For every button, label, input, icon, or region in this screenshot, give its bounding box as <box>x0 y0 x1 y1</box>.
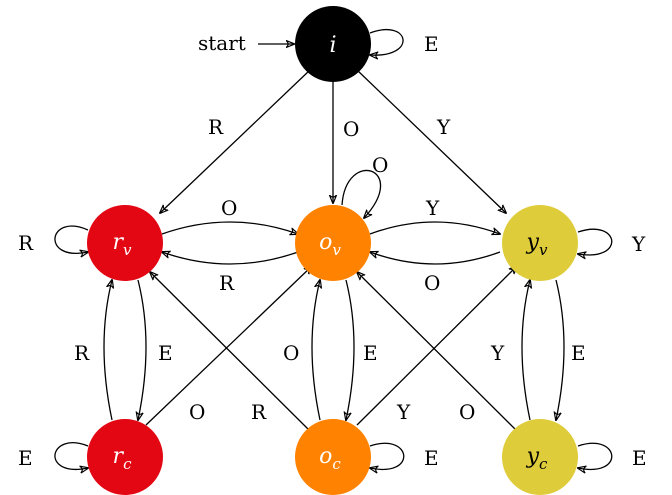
label-ov-loop: O <box>372 153 388 177</box>
label-yc-yv: Y <box>490 341 505 365</box>
node-ov-name: o <box>319 230 332 255</box>
node-yc-circle <box>502 419 578 495</box>
label-yc-loop: E <box>632 446 647 470</box>
node-yc-name: y <box>526 444 540 469</box>
edge-ov-rv <box>162 252 299 265</box>
label-ov-yv: Y <box>425 196 440 220</box>
svg-text:yv: yv <box>526 230 548 259</box>
svg-text:rv: rv <box>112 230 132 259</box>
edge-ov-yv <box>369 221 500 234</box>
node-rc-circle <box>87 419 163 495</box>
label-i-yv: Y <box>436 115 451 139</box>
node-rc-sub: c <box>123 455 132 473</box>
node-i: i <box>295 6 371 82</box>
node-ov-circle <box>295 205 371 281</box>
start-label: start <box>198 31 246 55</box>
node-yv-circle <box>502 205 578 281</box>
edge-oc-yv <box>356 266 517 426</box>
node-oc-name: o <box>319 444 332 469</box>
svg-text:yc: yc <box>526 444 548 473</box>
node-yv-name: y <box>526 230 540 255</box>
edge-oc-rv <box>150 272 310 431</box>
label-rv-loop: R <box>18 231 34 255</box>
node-rc: rc <box>87 419 163 495</box>
edge-i-loop <box>370 28 404 56</box>
node-rv-name: r <box>112 230 124 255</box>
label-rc-loop: E <box>18 446 33 470</box>
edge-rv-loop <box>54 225 88 253</box>
label-rc-rv: R <box>74 341 90 365</box>
node-oc: oc <box>295 419 371 495</box>
svg-text:oc: oc <box>319 444 341 473</box>
edge-i-rv <box>160 69 311 213</box>
label-yv-ov: O <box>424 271 440 295</box>
edge-oc-loop <box>370 442 405 469</box>
label-oc-ov: O <box>283 341 299 365</box>
label-oc-rv: R <box>251 400 267 424</box>
node-rc-name: r <box>113 444 125 469</box>
label-ov-oc: E <box>363 341 378 365</box>
svg-text:ov: ov <box>319 230 341 259</box>
node-rv-sub: v <box>123 241 132 259</box>
edge-yv-loop <box>578 228 613 255</box>
label-yv-loop: Y <box>631 232 646 256</box>
label-yv-yc: E <box>571 341 586 365</box>
svg-text:i: i <box>329 33 336 58</box>
node-ov: ov <box>295 205 371 281</box>
label-rc-ov: O <box>189 400 205 424</box>
node-yv: yv <box>502 205 578 281</box>
node-rv-circle <box>87 205 163 281</box>
node-yc: yc <box>502 419 578 495</box>
node-oc-sub: c <box>332 455 341 473</box>
edge-rc-loop <box>54 442 88 470</box>
node-yc-sub: c <box>539 455 548 473</box>
node-oc-circle <box>295 419 371 495</box>
edge-yv-yc <box>556 279 565 420</box>
node-yv-sub: v <box>539 241 548 259</box>
label-oc-yv: Y <box>396 400 411 424</box>
edge-rv-rc <box>138 279 147 420</box>
edge-rc-rv <box>103 280 112 421</box>
label-i-rv: R <box>208 115 224 139</box>
node-i-name: i <box>329 33 336 58</box>
svg-text:rc: rc <box>113 444 133 473</box>
edge-i-yv <box>356 69 506 213</box>
label-oc-loop: E <box>424 446 439 470</box>
label-i-ov: O <box>343 117 359 141</box>
edge-yc-yv <box>521 280 530 421</box>
label-i-loop: E <box>424 32 439 56</box>
node-ov-sub: v <box>332 241 341 259</box>
label-rv-ov: O <box>221 196 237 220</box>
label-rv-rc: E <box>158 341 173 365</box>
label-ov-rv: R <box>219 271 235 295</box>
edge-yc-ov <box>357 272 517 431</box>
edge-rv-ov <box>161 221 298 234</box>
node-i-circle <box>295 6 371 82</box>
edge-rc-ov <box>145 266 312 426</box>
edge-oc-ov <box>311 280 320 421</box>
label-yc-ov: O <box>459 400 475 424</box>
node-rv: rv <box>87 205 163 281</box>
edge-ov-loop <box>341 169 382 218</box>
edge-yv-ov <box>370 252 501 265</box>
edge-yc-loop <box>578 442 613 469</box>
edge-ov-oc <box>346 279 355 420</box>
